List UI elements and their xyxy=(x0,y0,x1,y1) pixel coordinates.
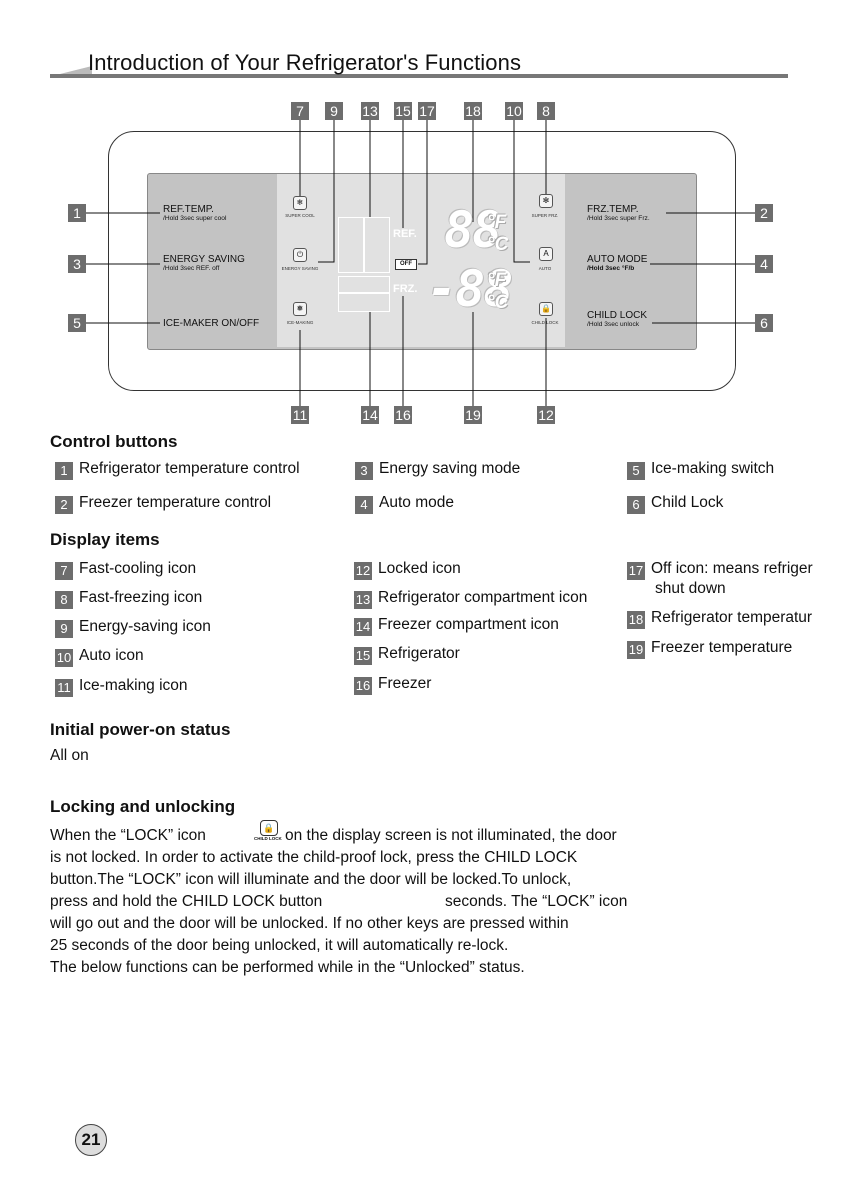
ref-temp-sub: /Hold 3sec super cool xyxy=(163,215,227,222)
callout-3: 3 xyxy=(68,255,86,273)
display-area xyxy=(277,174,565,347)
locking-line-5: will go out and the door will be unlocke… xyxy=(50,915,569,932)
child-lock-sub: /Hold 3sec unlock xyxy=(587,321,640,328)
header-rule xyxy=(50,74,788,78)
refrigerator-compartment-icon xyxy=(338,217,390,273)
super-frz-caption: SUPER FRZ. xyxy=(531,213,559,218)
frz-temp-digits: -88 xyxy=(427,260,513,318)
locking-line-4b: seconds. The “LOCK” icon xyxy=(445,893,628,910)
super-frz-icon: ✻ xyxy=(539,194,553,208)
ice-making-icon: ❅ xyxy=(293,302,307,316)
power-on-heading: Initial power-on status xyxy=(50,720,231,739)
power-on-text: All on xyxy=(50,747,89,764)
inline-icon-caption: CHILD LOCK xyxy=(254,836,282,841)
ref-unit-f: °F xyxy=(487,212,507,233)
ref-unit-c: °C xyxy=(487,234,509,255)
callout-6: 6 xyxy=(755,314,773,332)
locking-line-7: The below functions can be performed whi… xyxy=(50,959,525,976)
callout-19: 19 xyxy=(464,406,482,424)
lock-icon: 🔒 xyxy=(539,302,553,316)
callout-13: 13 xyxy=(361,102,379,120)
auto-mode-sub: /Hold 3sec °F/b xyxy=(587,265,635,272)
off-indicator: OFF xyxy=(395,259,417,270)
energy-saving-caption: ENERGY SAVING xyxy=(281,266,319,271)
callout-17: 17 xyxy=(418,102,436,120)
callout-18: 18 xyxy=(464,102,482,120)
lock-icon: 🔒 xyxy=(260,820,278,836)
frz-indicator: FRZ. xyxy=(393,283,418,295)
energy-saving-icon: ⏻ xyxy=(293,248,307,262)
locking-line-1a: When the “LOCK” icon xyxy=(50,827,206,844)
callout-11: 11 xyxy=(291,406,309,424)
callout-14: 14 xyxy=(361,406,379,424)
control-buttons-heading: Control buttons xyxy=(50,432,178,451)
super-cool-icon: ❄ xyxy=(293,196,307,210)
auto-caption: AUTO xyxy=(538,266,552,271)
ref-indicator: REF. xyxy=(393,228,417,240)
callout-1: 1 xyxy=(68,204,86,222)
frz-unit-c: °C xyxy=(487,292,509,313)
callout-lines xyxy=(86,120,755,410)
energy-saving-sub: /Hold 3sec REF. off xyxy=(163,265,220,272)
panel-outline xyxy=(108,131,736,391)
energy-saving-label: ENERGY SAVING xyxy=(163,254,245,265)
callout-10: 10 xyxy=(505,102,523,120)
ice-making-caption: ICE-MAKING xyxy=(286,320,314,325)
callout-16: 16 xyxy=(394,406,412,424)
child-lock-label: CHILD LOCK xyxy=(587,310,648,321)
display-items-heading: Display items xyxy=(50,530,160,549)
callout-4: 4 xyxy=(755,255,773,273)
callout-12: 12 xyxy=(537,406,555,424)
ref-temp-digits: 88 xyxy=(444,201,502,259)
frz-unit-f: °F xyxy=(487,270,507,291)
callout-15: 15 xyxy=(394,102,412,120)
page-title: Introduction of Your Refrigerator's Func… xyxy=(88,50,522,75)
callout-7: 7 xyxy=(291,102,309,120)
ref-temp-label: REF.TEMP. xyxy=(163,204,214,215)
frz-temp-label: FRZ.TEMP. xyxy=(587,204,639,215)
child-lock-caption: CHILD LOCK xyxy=(531,320,559,325)
auto-mode-label: AUTO MODE xyxy=(587,254,648,265)
frz-temp-sub: /Hold 3sec super Frz. xyxy=(587,215,650,222)
super-cool-caption: SUPER COOL xyxy=(285,213,315,218)
callout-5: 5 xyxy=(68,314,86,332)
page-number: 21 xyxy=(75,1124,107,1156)
callout-8: 8 xyxy=(537,102,555,120)
auto-icon: A xyxy=(539,247,553,261)
callout-9: 9 xyxy=(325,102,343,120)
freezer-compartment-icon xyxy=(338,276,390,312)
header-decoration xyxy=(52,66,92,76)
locking-line-4a: press and hold the CHILD LOCK button xyxy=(50,893,323,910)
list-item-continuation: shut down xyxy=(655,580,726,597)
locking-line-2: is not locked. In order to activate the … xyxy=(50,849,578,866)
locking-heading: Locking and unlocking xyxy=(50,797,236,816)
locking-line-3: button.The “LOCK” icon will illuminate a… xyxy=(50,871,572,888)
locking-line-1b: on the display screen is not illuminated… xyxy=(285,827,617,844)
callout-2: 2 xyxy=(755,204,773,222)
ice-maker-label: ICE-MAKER ON/OFF xyxy=(163,318,260,329)
locking-line-6: 25 seconds of the door being unlocked, i… xyxy=(50,937,509,954)
